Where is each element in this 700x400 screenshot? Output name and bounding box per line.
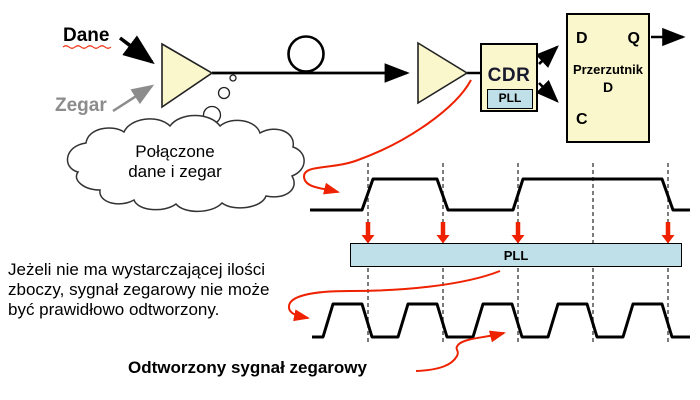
edge-arrows xyxy=(361,222,675,244)
data-input-label: Dane xyxy=(63,25,110,46)
flipflop-title-line1: Przerzutnik xyxy=(572,62,644,77)
flipflop-c-pin-label: C xyxy=(576,111,588,128)
data-waveform xyxy=(310,177,690,212)
recovered-clock-caption: Odtworzony sygnał zegarowy xyxy=(128,358,367,377)
red-edge-arrowhead xyxy=(511,235,525,244)
clock-waveform xyxy=(312,302,690,339)
cdr-label: CDR xyxy=(487,65,531,86)
red-swoosh-pll-to-clock-wave xyxy=(287,270,501,322)
pll-sub-block: PLL xyxy=(487,89,533,109)
red-edge-arrowhead xyxy=(661,235,675,244)
data-input-arrow xyxy=(118,35,155,65)
flipflop-title-line2: D xyxy=(602,79,614,95)
dane-wavy-underline xyxy=(62,45,112,49)
cloud-text-line1: Połączone xyxy=(135,142,215,161)
red-edge-arrowhead xyxy=(436,235,450,244)
clock-input-label: Zegar xyxy=(55,95,107,116)
red-swoosh-caption-to-clock-wave xyxy=(415,330,506,372)
explanation-note: Jeżeli nie ma wystarczającej ilości zboc… xyxy=(8,260,269,320)
cloud-callout-text: Połączone dane i zegar xyxy=(95,142,255,182)
d-flipflop-block: D Q Przerzutnik D C xyxy=(566,13,650,143)
flipflop-d-pin-label: D xyxy=(576,30,588,47)
red-edge-arrowhead xyxy=(361,235,375,244)
fiber-loop-icon xyxy=(287,35,325,73)
transmitter-triangle-icon xyxy=(161,42,214,109)
thought-bubbles xyxy=(202,74,237,125)
red-swoosh-cdr-to-data-wave xyxy=(302,79,472,195)
receiver-triangle-icon xyxy=(417,41,469,105)
cloud-text-line2: dane i zegar xyxy=(128,162,222,181)
note-line1: Jeżeli nie ma wystarczającej ilości xyxy=(8,260,265,279)
thought-bubble xyxy=(229,74,237,82)
note-line3: być prawidłowo odtworzony. xyxy=(8,300,220,319)
thought-bubble xyxy=(217,86,231,100)
cdr-to-c-arrow xyxy=(535,79,559,103)
pll-bar: PLL xyxy=(350,243,682,267)
note-line2: zboczy, sygnał zegarowy nie może xyxy=(8,280,270,299)
cdr-block: CDR PLL xyxy=(480,43,538,112)
cloud-callout xyxy=(66,114,305,213)
clock-input-arrow xyxy=(112,84,155,113)
flipflop-q-pin-label: Q xyxy=(627,30,640,47)
cdr-to-d-arrow xyxy=(535,45,559,68)
